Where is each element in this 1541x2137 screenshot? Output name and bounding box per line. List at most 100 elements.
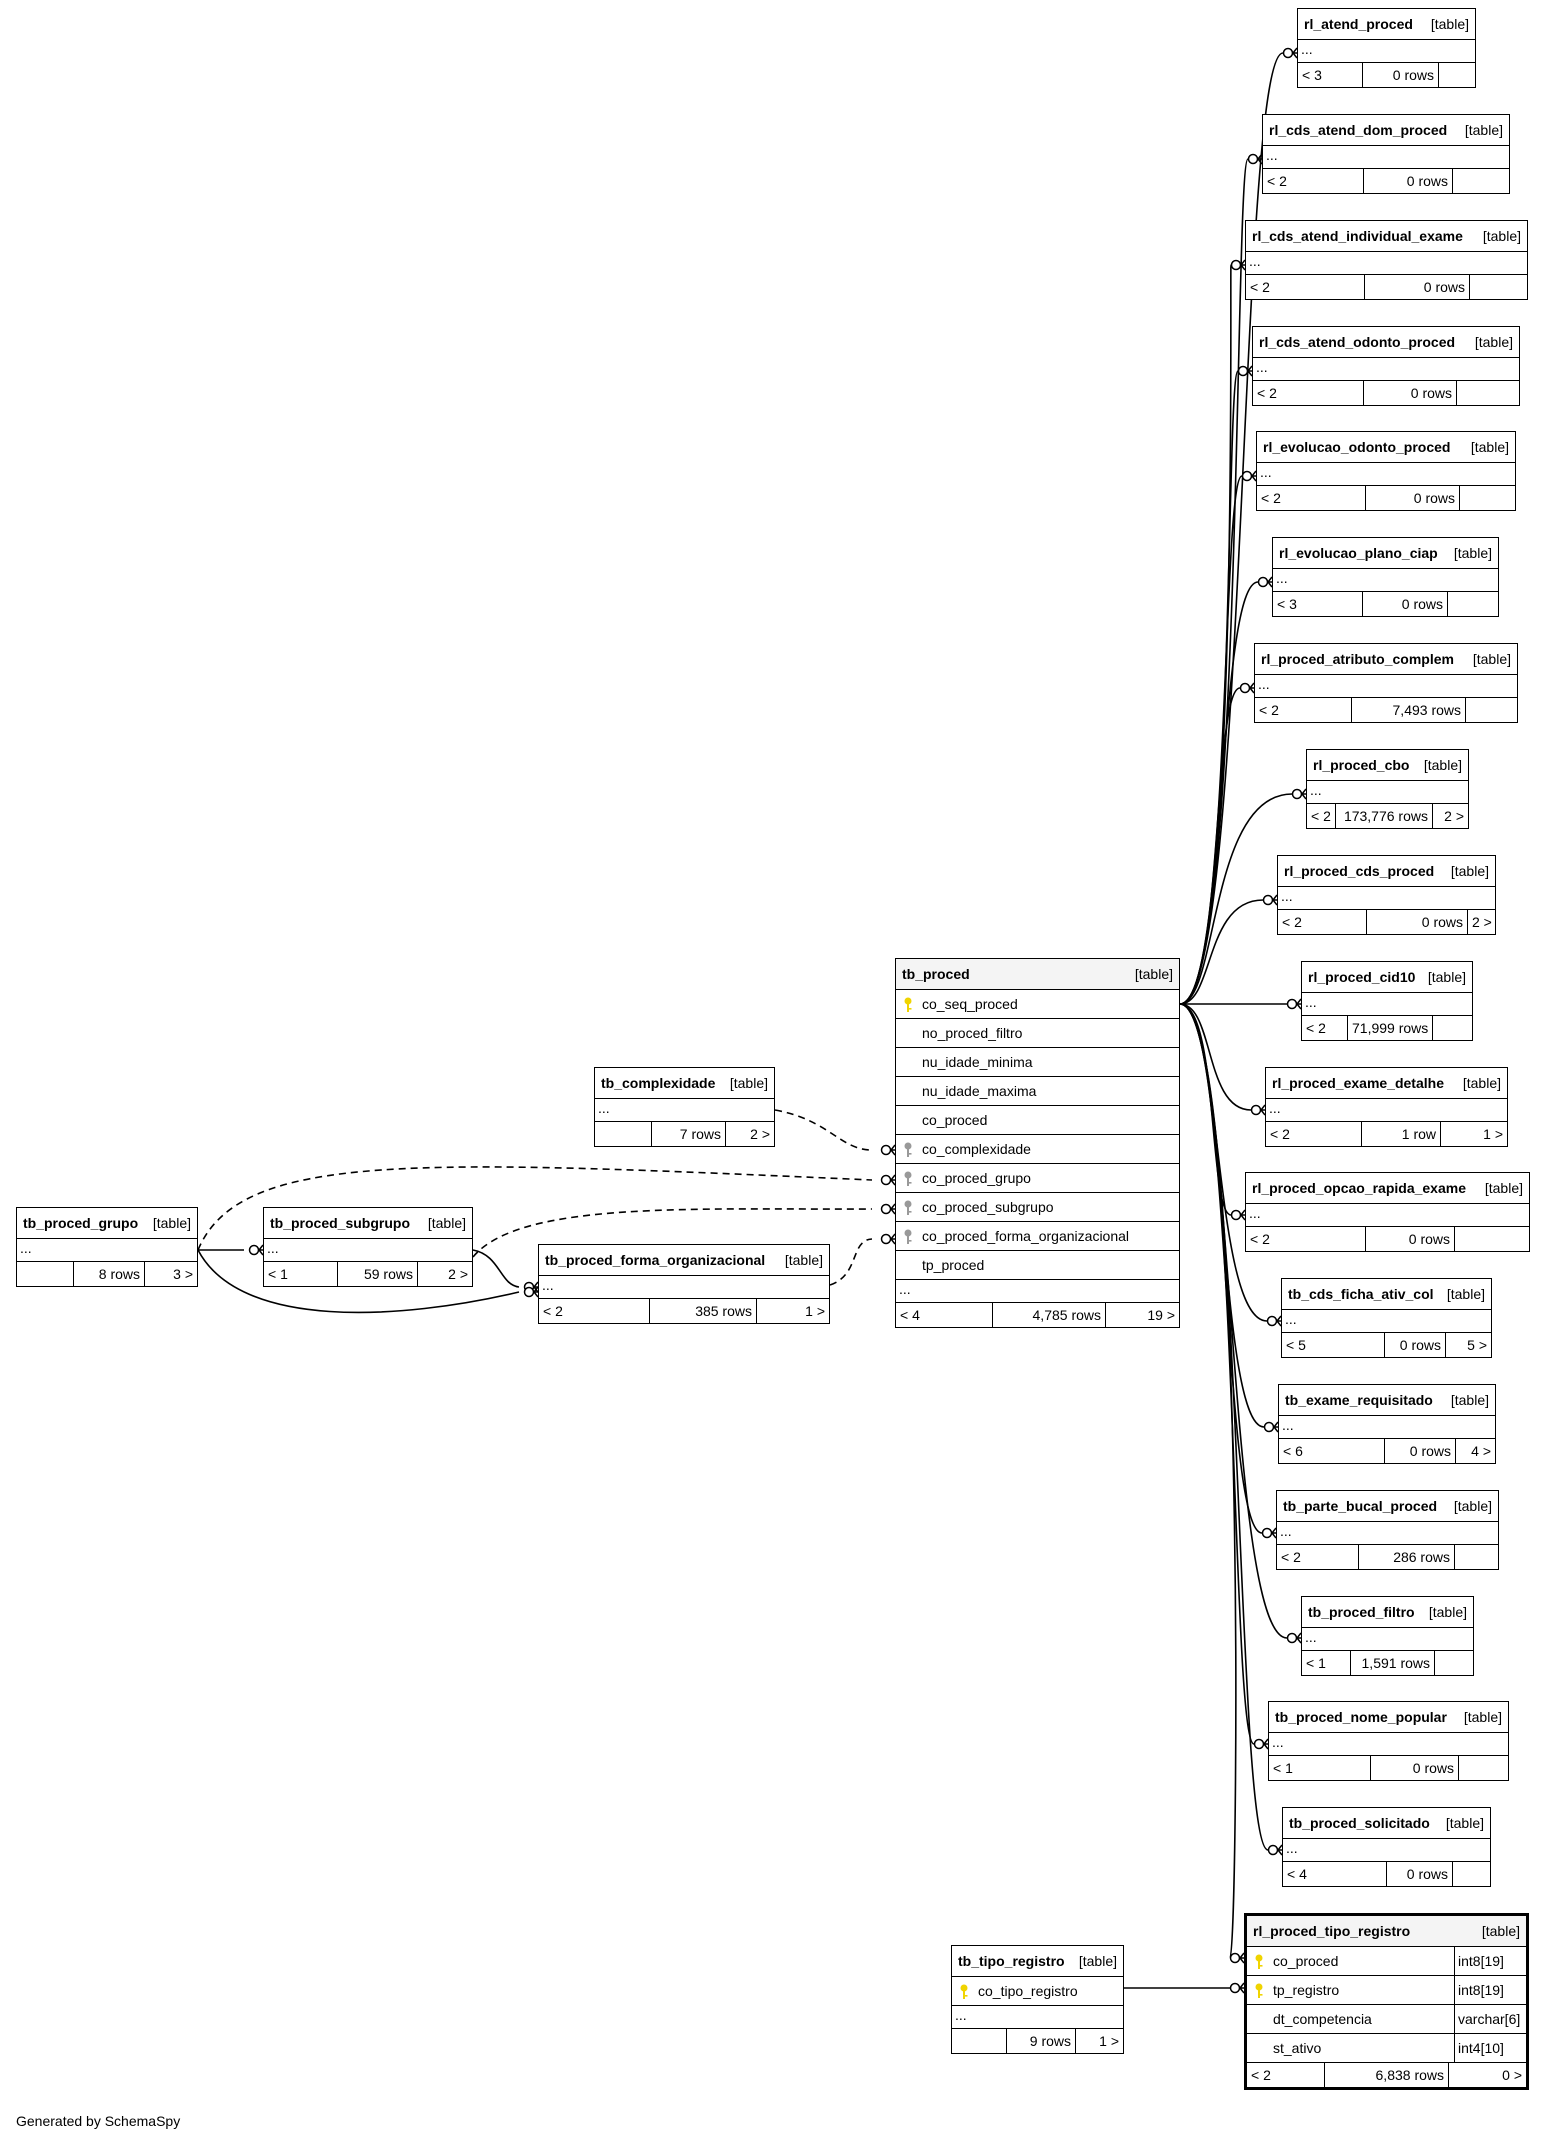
table-header: tb_complexidade[table] <box>595 1068 774 1099</box>
row-count: 385 rows <box>650 1299 757 1323</box>
implied-grupo-optional-marker <box>880 1174 892 1186</box>
parent-count <box>17 1262 74 1286</box>
column-row[interactable]: co_proced_grupo <box>896 1164 1179 1193</box>
parent-count: < 2 <box>1253 381 1364 405</box>
column-row[interactable]: co_proced <box>896 1106 1179 1135</box>
fk-rl-cds-atend-individual-exame-optional-marker <box>1230 259 1242 271</box>
parent-count: < 2 <box>1278 910 1367 934</box>
table-tb-tipo-registro[interactable]: tb_tipo_registro[table]co_tipo_registro.… <box>951 1945 1124 2054</box>
fk-tb-proced-solicitado-optional-marker <box>1267 1844 1279 1856</box>
column-row[interactable]: no_proced_filtro <box>896 1019 1179 1048</box>
row-count: 4,785 rows <box>993 1303 1106 1327</box>
table-header: rl_evolucao_odonto_proced[table] <box>1257 432 1515 463</box>
fk-rl-proced-tipo-registro-optional-marker <box>1229 1952 1241 1964</box>
parent-count: < 2 <box>1263 169 1364 193</box>
fk-rl-proced-cid10-optional-marker <box>1286 998 1298 1010</box>
row-count: 286 rows <box>1359 1545 1455 1569</box>
table-name: tb_proced_solicitado <box>1289 1815 1430 1831</box>
parent-count: < 2 <box>1266 1122 1362 1146</box>
foreign-key-icon <box>904 1142 912 1157</box>
implied-forma-many-marker <box>890 1233 896 1245</box>
fk-line-rl-cds-atend-individual-exame <box>1179 264 1232 1005</box>
table-name: tb_exame_requisitado <box>1285 1392 1433 1408</box>
column-row[interactable]: co_tipo_registro <box>952 1977 1123 2006</box>
table-name: rl_atend_proced <box>1304 16 1413 32</box>
column-row[interactable]: co_proced_subgrupo <box>896 1193 1179 1222</box>
child-count <box>1435 1651 1473 1675</box>
column-name: co_proced_subgrupo <box>922 1199 1054 1215</box>
parent-count: < 2 <box>1257 486 1366 510</box>
parent-count: < 4 <box>896 1303 993 1327</box>
column-row[interactable]: co_proced_forma_organizacional <box>896 1222 1179 1251</box>
child-count <box>1448 592 1498 616</box>
implied-complexidade-many-marker <box>890 1144 896 1156</box>
column-row[interactable]: co_seq_proced <box>896 990 1179 1019</box>
child-count <box>1457 381 1519 405</box>
more-columns-ellipsis: ... <box>1307 781 1468 804</box>
parent-count: < 3 <box>1273 592 1363 616</box>
column-row[interactable]: tp_proced <box>896 1251 1179 1280</box>
table-type-label: [table] <box>1423 757 1462 773</box>
more-columns-ellipsis: ... <box>1246 252 1527 275</box>
fk-line-rl-proced-cds-proced <box>1179 899 1264 1005</box>
child-count: 2 > <box>1444 808 1464 824</box>
more-columns-ellipsis: ... <box>1277 1522 1498 1545</box>
column-type: int8[19] <box>1454 1947 1526 1975</box>
child-count: 3 > <box>173 1266 193 1282</box>
fk-rl-proced-cds-proced-many-marker <box>1272 894 1278 906</box>
row-count: 0 rows <box>1385 1439 1456 1463</box>
child-count: 2 > <box>1472 914 1492 930</box>
child-count <box>1453 169 1509 193</box>
parent-count <box>595 1122 652 1146</box>
table-type-label: [table] <box>1430 16 1469 32</box>
fk-tipo-registro-optional-marker <box>1229 1982 1241 1994</box>
more-columns-ellipsis: ... <box>1273 569 1498 592</box>
primary-key-icon <box>1255 1983 1263 1998</box>
column-row[interactable]: co_complexidade <box>896 1135 1179 1164</box>
column-name: co_proced_grupo <box>922 1170 1031 1186</box>
table-tb-proced-forma-organizacional[interactable]: tb_proced_forma_organizacional[table]...… <box>538 1244 830 1324</box>
table-type-label: [table] <box>1428 1604 1467 1620</box>
table-rl-cds-atend-individual-exame[interactable]: rl_cds_atend_individual_exame[table]...<… <box>1245 220 1528 300</box>
child-count: 1 > <box>1483 1126 1503 1142</box>
fk-line-tb-cds-ficha-ativ-col <box>1179 1003 1268 1322</box>
table-type-label: [table] <box>1445 1815 1484 1831</box>
fk-rl-cds-atend-odonto-proced-many-marker <box>1247 365 1253 377</box>
column-row[interactable]: nu_idade_minima <box>896 1048 1179 1077</box>
column-name: no_proced_filtro <box>922 1025 1023 1041</box>
table-rl-proced-opcao-rapida-exame[interactable]: rl_proced_opcao_rapida_exame[table]...< … <box>1245 1172 1530 1252</box>
table-name: rl_proced_atributo_complem <box>1261 651 1454 667</box>
table-type-label: [table] <box>1134 966 1173 982</box>
fk-line-rl-proced-cbo <box>1179 793 1293 1005</box>
more-columns-ellipsis: ... <box>1246 1204 1529 1227</box>
table-header: tb_proced_solicitado [table] <box>1283 1808 1490 1839</box>
column-row[interactable]: nu_idade_maxima <box>896 1077 1179 1106</box>
table-type-label: [table] <box>1482 228 1521 244</box>
